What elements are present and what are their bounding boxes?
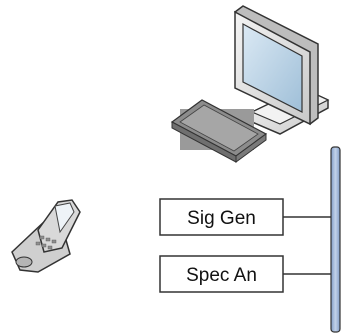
spec-an-label: Spec An xyxy=(186,265,257,286)
spectrum-analyzer-box: Spec An xyxy=(159,255,331,293)
sig-gen-label: Sig Gen xyxy=(187,208,256,229)
signal-generator-box: Sig Gen xyxy=(159,198,331,236)
keyboard-icon xyxy=(170,99,268,163)
network-bus xyxy=(330,146,341,333)
mobile-phone-icon xyxy=(11,199,81,273)
computer-monitor-icon xyxy=(233,5,330,135)
